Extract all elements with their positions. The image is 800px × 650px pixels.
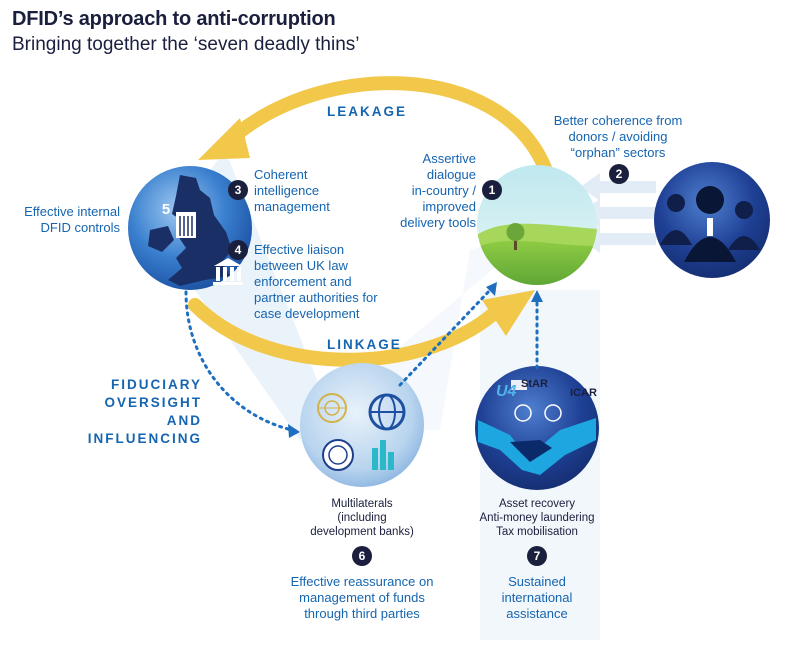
item-1-line-4: improved bbox=[422, 199, 476, 214]
item-6-line-2: management of funds bbox=[299, 590, 425, 605]
dotted-connectors bbox=[184, 286, 539, 432]
item-4-line-3: enforcement and bbox=[254, 274, 352, 289]
page-title: DFID’s approach to anti-corruption bbox=[12, 8, 336, 30]
item-1-line-2: dialogue bbox=[426, 167, 476, 182]
badge-4: 4 bbox=[228, 240, 248, 260]
donor-arrows bbox=[580, 173, 656, 253]
leakage-arrow bbox=[198, 76, 552, 175]
item-1-text: Assertive dialogue in-country / improved… bbox=[392, 151, 476, 231]
item-7-line-1: Sustained bbox=[508, 574, 566, 589]
item-3-line-2: intelligence bbox=[254, 183, 320, 198]
fiduciary-line-2: OVERSIGHT AND bbox=[104, 395, 202, 428]
people-group-icon bbox=[660, 186, 760, 262]
multilaterals-line-2: (including bbox=[337, 512, 387, 524]
item-4-text: Effective liaison between UK law enforce… bbox=[254, 242, 404, 322]
star-logo: StAR bbox=[521, 378, 548, 390]
multilaterals-line-3: development banks) bbox=[310, 526, 414, 538]
item-1-line-1: Assertive bbox=[422, 151, 476, 166]
item-1-line-3: in-country / bbox=[411, 183, 476, 198]
badge-2: 2 bbox=[609, 164, 629, 184]
dotted-arrowheads bbox=[288, 282, 543, 438]
assistance-line-1: Asset recovery bbox=[498, 498, 576, 510]
leakage-label: LEAKAGE bbox=[327, 104, 408, 119]
courthouse-icon bbox=[213, 258, 243, 285]
item-6-text: Effective reassurance on management of f… bbox=[262, 574, 462, 622]
fiduciary-label: FIDUCIARY OVERSIGHT AND INFLUENCING bbox=[70, 376, 202, 448]
item-3-line-3: management bbox=[254, 199, 330, 214]
seal-icon-2 bbox=[544, 404, 562, 422]
item-1-line-5: delivery tools bbox=[400, 215, 476, 230]
item-7-line-3: assistance bbox=[506, 606, 568, 621]
item-4-line-4: partner authorities for bbox=[254, 290, 378, 305]
item-2-line-1: Better coherence from bbox=[553, 113, 683, 128]
badge-1: 1 bbox=[482, 180, 502, 200]
item-2-line-3: “orphan” sectors bbox=[570, 145, 666, 160]
page-subtitle: Bringing together the ‘seven deadly thin… bbox=[12, 34, 360, 55]
fiduciary-line-3: INFLUENCING bbox=[87, 431, 202, 446]
linkage-arrow bbox=[188, 290, 535, 367]
seal-icon-1 bbox=[514, 404, 532, 422]
icar-logo: ICAR bbox=[570, 387, 597, 399]
multilaterals-text: Multilaterals (including development ban… bbox=[292, 497, 432, 539]
item-2-line-2: donors / avoiding bbox=[568, 129, 668, 144]
badge-7: 7 bbox=[527, 546, 547, 566]
assistance-line-3: Tax mobilisation bbox=[496, 526, 578, 538]
badge-6: 6 bbox=[352, 546, 372, 566]
city-skyline-icon bbox=[372, 440, 394, 470]
item-6-line-1: Effective reassurance on bbox=[290, 574, 434, 589]
item-4-line-2: between UK law bbox=[254, 258, 348, 273]
world-bank-globe-icon bbox=[368, 393, 406, 431]
item-4-line-5: case development bbox=[254, 306, 360, 321]
item-7-text: Sustained international assistance bbox=[467, 574, 607, 622]
handshake-icon bbox=[478, 418, 596, 475]
item-5-line-2: DFID controls bbox=[40, 220, 120, 235]
uk-sphere bbox=[128, 166, 252, 290]
multilaterals-sphere bbox=[300, 363, 424, 487]
item-6-line-3: through third parties bbox=[304, 606, 420, 621]
u4-logo: U4 bbox=[496, 383, 517, 400]
item-5-text: Effective internal DFID controls bbox=[8, 204, 120, 236]
item-5-line-1: Effective internal bbox=[24, 204, 120, 219]
un-emblem-icon bbox=[317, 393, 347, 423]
people-sphere bbox=[654, 162, 770, 278]
assistance-line-2: Anti-money laundering bbox=[479, 512, 595, 524]
fiduciary-line-1: FIDUCIARY bbox=[111, 377, 202, 392]
linkage-label: LINKAGE bbox=[327, 337, 402, 352]
imf-seal-icon bbox=[322, 439, 354, 471]
assistance-text: Asset recovery Anti-money laundering Tax… bbox=[467, 497, 607, 539]
badge-5: 5 bbox=[161, 201, 171, 218]
assistance-sphere bbox=[475, 366, 599, 490]
item-7-line-2: international bbox=[501, 590, 573, 605]
multilaterals-line-1: Multilaterals bbox=[331, 498, 393, 510]
item-3-text: Coherent intelligence management bbox=[254, 167, 364, 215]
badge-3: 3 bbox=[228, 180, 248, 200]
item-3-line-1: Coherent bbox=[254, 167, 308, 182]
item-2-text: Better coherence from donors / avoiding … bbox=[538, 113, 698, 161]
item-4-line-1: Effective liaison bbox=[254, 242, 345, 257]
prison-building-icon bbox=[176, 212, 196, 238]
